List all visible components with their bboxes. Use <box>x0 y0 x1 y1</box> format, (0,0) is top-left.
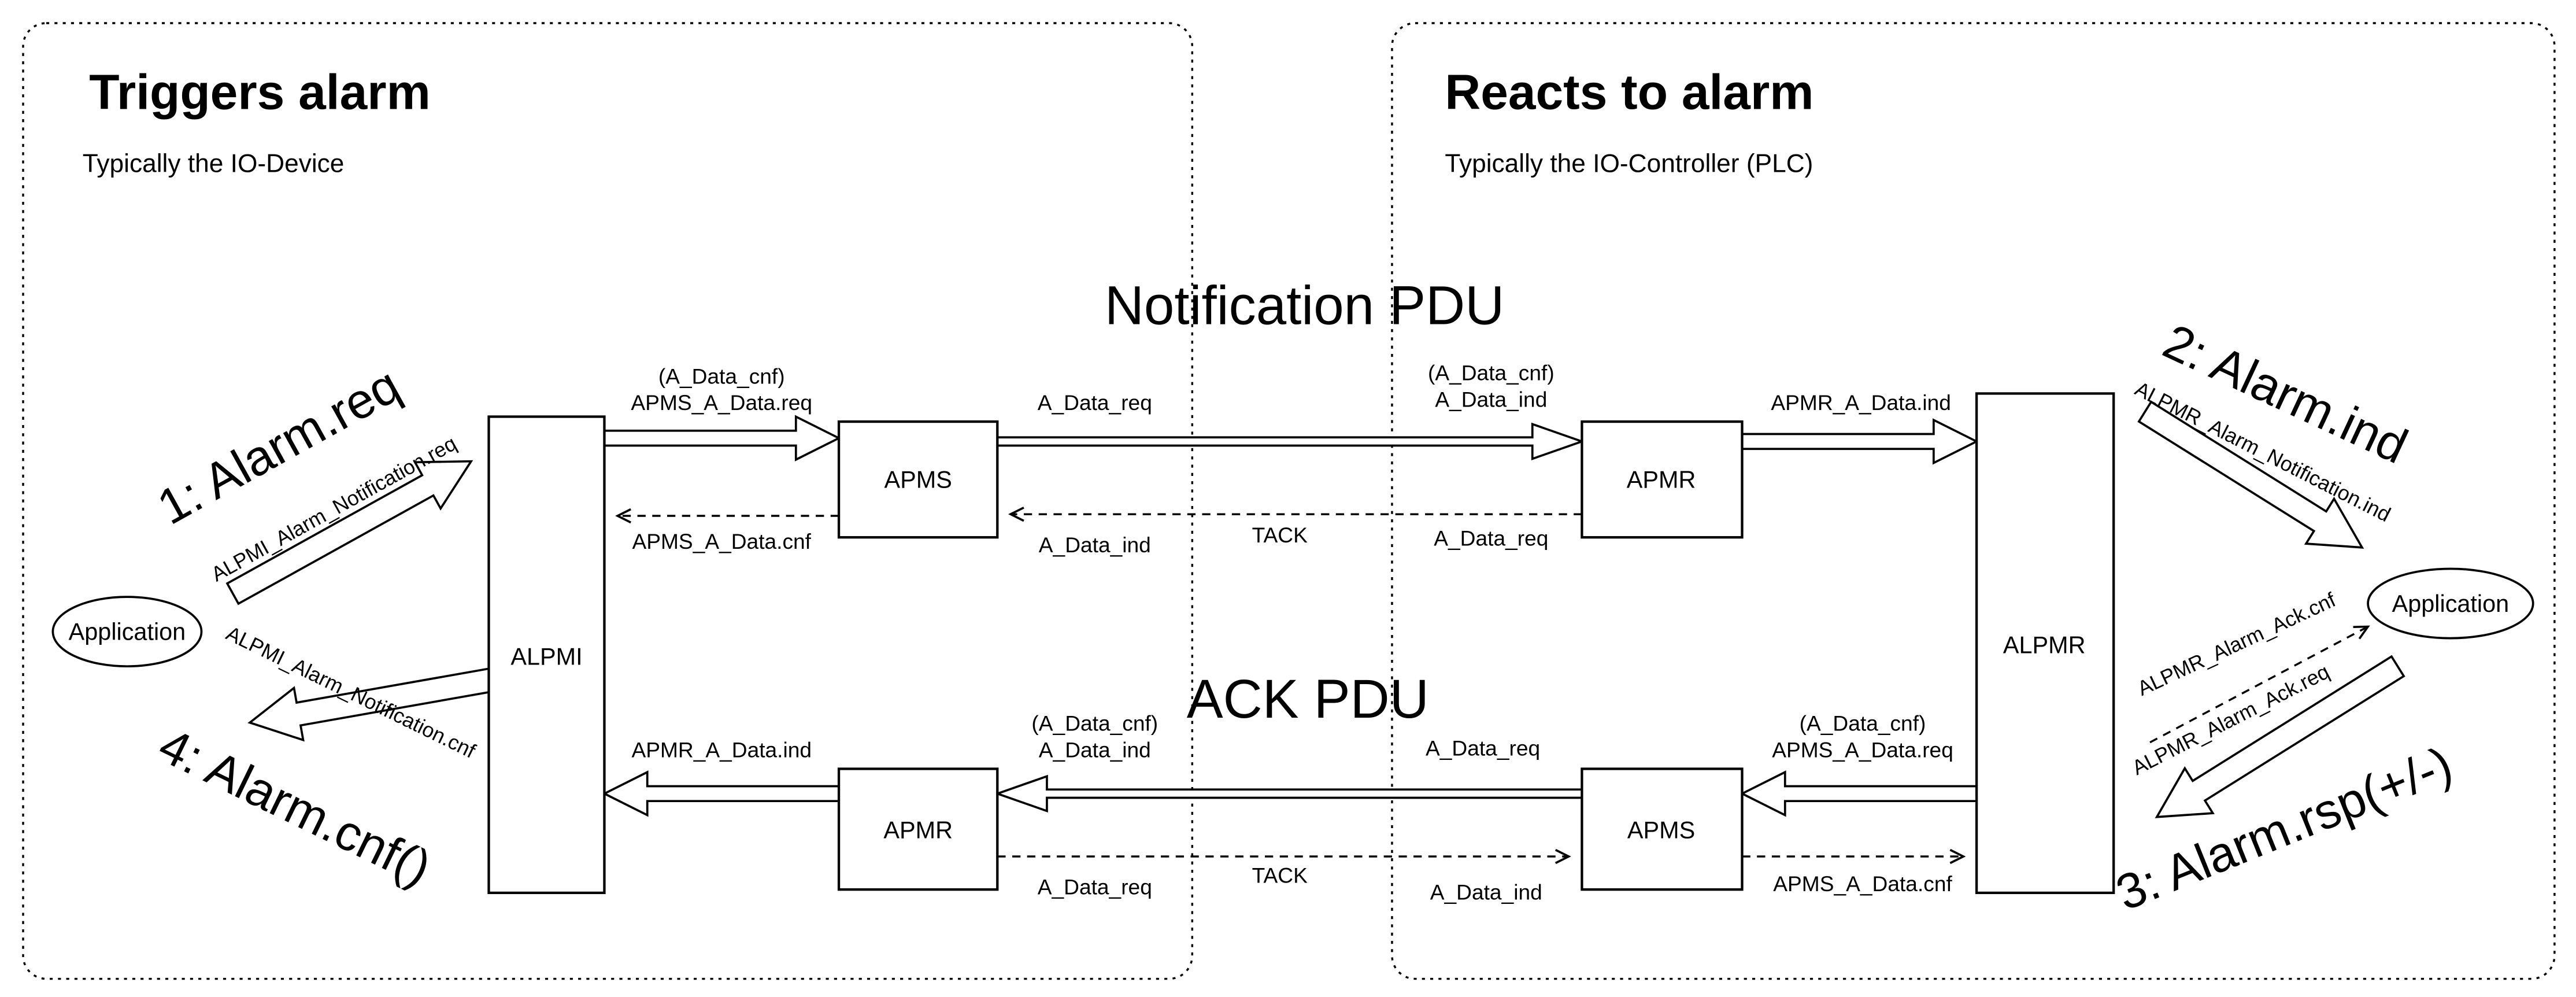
arrow-alarm-ack-cnf-dashed <box>2149 625 2370 744</box>
device-panel-title: Triggers alarm <box>89 65 431 120</box>
label-alpmi-apms-a-data-cnf: (A_Data_cnf) <box>658 364 785 388</box>
notification-pdu-label: Notification PDU <box>1105 275 1504 335</box>
application-left-ellipse <box>51 596 203 668</box>
label-step4-alarm-cnf: 4: Alarm.cnf() <box>150 717 439 896</box>
label-apms-a-data-req-bottom: APMS_A_Data.req <box>1772 737 1953 762</box>
label-apmr-a-data-ind-top: APMR_A_Data.ind <box>1771 390 1951 415</box>
alpmr-label: ALPMR <box>2003 631 2086 658</box>
label-a-data-ind-back-bottom-right: A_Data_ind <box>1430 880 1542 904</box>
label-apms-a-data-req-top: APMS_A_Data.req <box>631 390 812 415</box>
device-panel-subtitle: Typically the IO-Device <box>83 149 345 178</box>
arrow-alarm-cnf <box>247 667 497 742</box>
label-a-data-req-bottom-right: A_Data_req <box>1426 736 1540 760</box>
arrow-alpmr-to-apms-bottom <box>1739 770 1978 817</box>
arrow-apms-to-apmr-notification <box>996 422 1586 461</box>
arrow-apmr-to-alpmi-bottom <box>602 770 840 817</box>
label-a-data-ind-back-left: A_Data_ind <box>1039 533 1151 557</box>
application-right-label: Application <box>2392 590 2510 617</box>
apmr-bottom-label: APMR <box>883 817 953 844</box>
apms-bottom-box <box>1581 767 1744 891</box>
arrow-alarm-ind <box>2137 400 2364 549</box>
apms-top-box <box>837 420 999 539</box>
arrow-apmr-to-alpmr <box>1741 418 1979 465</box>
application-right-ellipse <box>2367 567 2534 640</box>
arrow-apms-to-apmr-ack <box>994 774 1583 813</box>
label-tack-top: TACK <box>1252 523 1308 547</box>
apms-top-label: APMS <box>884 466 952 493</box>
controller-panel-title: Reacts to alarm <box>1445 65 1813 120</box>
apmr-bottom-box <box>837 767 999 891</box>
label-apms-a-data-cnf-top: APMS_A_Data.cnf <box>632 529 811 553</box>
alpmi-label: ALPMI <box>510 642 582 670</box>
arrow-alarm-req <box>225 460 473 605</box>
apms-bottom-label: APMS <box>1627 817 1695 844</box>
label-a-data-req-top-left: A_Data_req <box>1038 390 1152 415</box>
label-alpmr-apms-a-data-cnf: (A_Data_cnf) <box>1800 711 1926 736</box>
label-a-data-req-back-bottom-left: A_Data_req <box>1038 875 1152 899</box>
alpmr-box <box>1975 392 2115 895</box>
ack-pdu-label: ACK PDU <box>1187 669 1429 729</box>
apmr-top-label: APMR <box>1627 466 1696 493</box>
label-a-data-ind-top-right: A_Data_ind <box>1435 387 1547 411</box>
label-apmr-a-data-ind-bottom: APMR_A_Data.ind <box>631 737 812 762</box>
label-tack-bottom: TACK <box>1252 863 1308 888</box>
label-a-data-req-back-right: A_Data_req <box>1434 526 1548 550</box>
controller-panel-subtitle: Typically the IO-Controller (PLC) <box>1445 149 1813 178</box>
device-panel <box>22 22 1194 980</box>
label-apms-a-data-cnf-bottom: APMS_A_Data.cnf <box>1773 872 1952 896</box>
label-a-data-cnf-top-right: (A_Data_cnf) <box>1428 361 1555 385</box>
alpmi-box <box>487 415 606 895</box>
arrow-alarm-ack-req <box>2155 655 2405 818</box>
label-a-data-cnf-bottom-left: (A_Data_cnf) <box>1031 711 1158 736</box>
apmr-top-box <box>1581 420 1744 539</box>
arrow-alpmi-to-apms <box>603 415 842 461</box>
application-left-label: Application <box>69 618 186 645</box>
label-a-data-ind-bottom-left: A_Data_ind <box>1039 737 1151 762</box>
